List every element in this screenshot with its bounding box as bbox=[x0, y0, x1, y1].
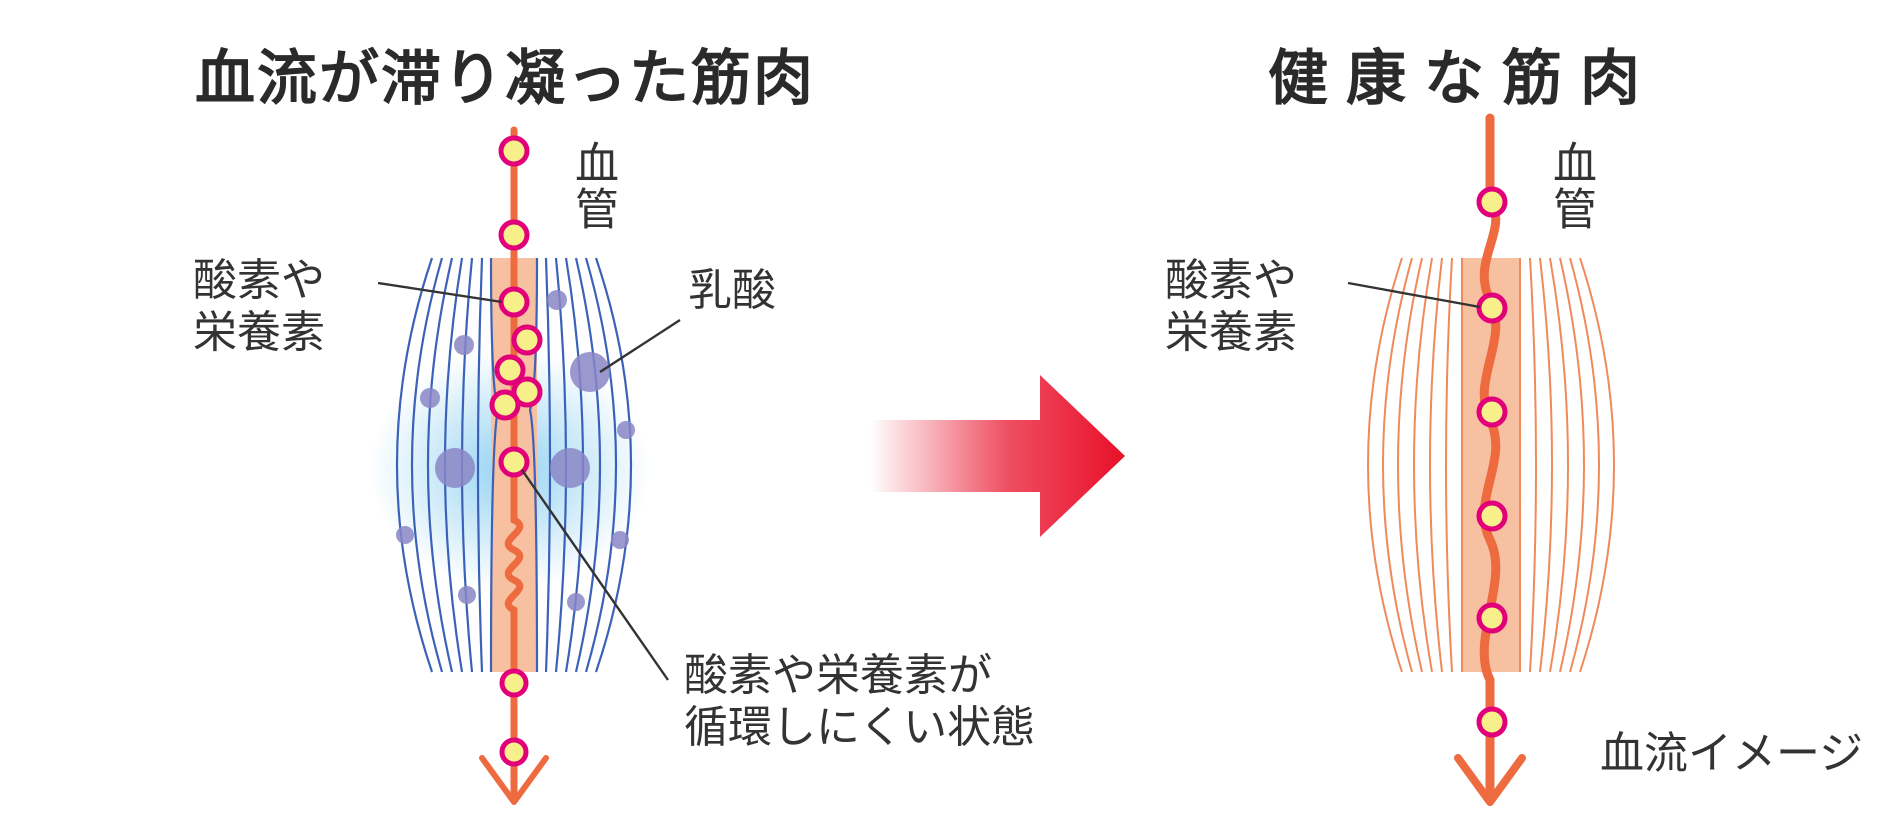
stiff-muscle bbox=[370, 126, 681, 805]
blood-vessel-line bbox=[504, 126, 524, 804]
leader-lines bbox=[377, 281, 681, 681]
muscle-fibers bbox=[1367, 257, 1615, 673]
nutrient-label-line2: 栄養素 bbox=[193, 306, 325, 358]
lactic-acid-particles bbox=[396, 290, 635, 611]
nutrient-label: 酸素や 栄養素 bbox=[1165, 255, 1297, 359]
lactic-acid-label: 乳酸 bbox=[688, 265, 776, 316]
arrow-right-icon bbox=[870, 375, 1125, 537]
nutrient-label: 酸素や 栄養素 bbox=[193, 255, 325, 359]
nutrient-label-line1: 酸素や bbox=[1165, 255, 1297, 306]
leader-line bbox=[1347, 281, 1481, 309]
nutrient-label-line2: 栄養素 bbox=[1165, 306, 1297, 358]
circulation-state-line1: 酸素や栄養素が bbox=[684, 650, 992, 701]
healthy-muscle bbox=[1347, 113, 1615, 806]
flow-arrow-head bbox=[1454, 754, 1526, 806]
nutrient-dots bbox=[1476, 186, 1508, 738]
circulation-state-label: 酸素や栄養素が 循環しにくい状態 bbox=[684, 650, 1035, 754]
vessel-label: 血管 bbox=[1545, 140, 1596, 232]
blood-flow-caption: 血流イメージ bbox=[1600, 728, 1864, 779]
healthy-muscle-title: 健康な筋肉 bbox=[1268, 44, 1658, 114]
vessel-label: 血管 bbox=[567, 140, 618, 232]
circulation-state-line2: 循環しにくい状態 bbox=[684, 701, 1036, 753]
nutrient-label-line1: 酸素や bbox=[193, 255, 325, 306]
stiff-muscle-title: 血流が滞り凝った筋肉 bbox=[195, 44, 815, 114]
flow-arrow-head bbox=[479, 755, 549, 805]
